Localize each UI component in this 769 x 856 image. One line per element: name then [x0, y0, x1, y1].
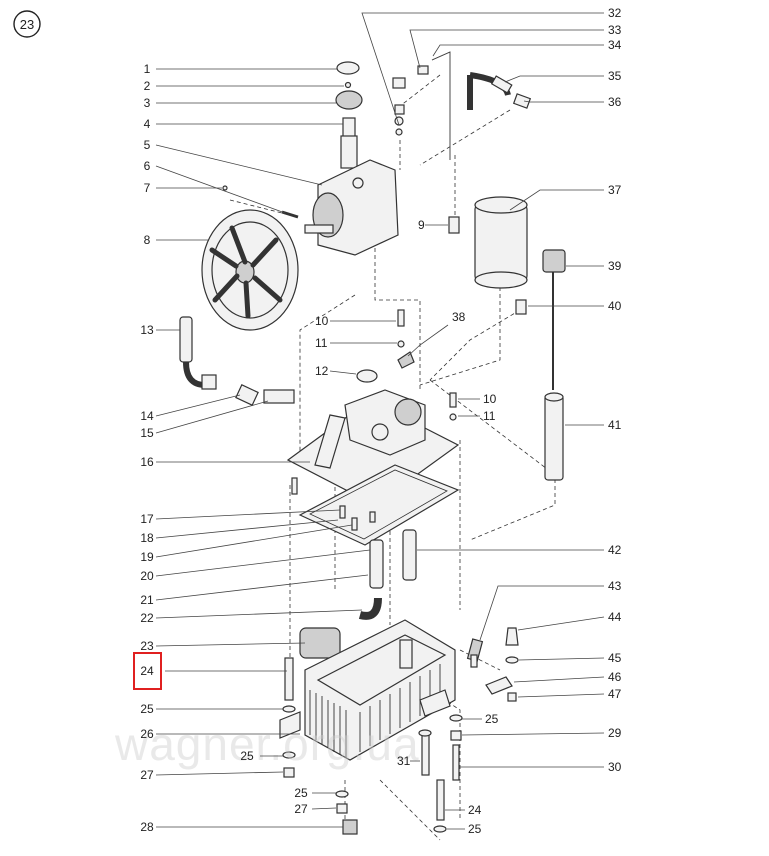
- callout-label-47: 47: [608, 687, 622, 701]
- callout-label-14: 14: [140, 409, 154, 423]
- callout-leader: [432, 44, 604, 57]
- callout-label-18: 18: [140, 531, 154, 545]
- callout-label-19: 19: [140, 550, 154, 564]
- callout-label-25: 25: [294, 786, 308, 800]
- callout-label-17: 17: [140, 512, 154, 526]
- callout-label-25: 25: [468, 822, 482, 836]
- callout-leader: [517, 693, 605, 698]
- callout-label-27: 27: [140, 768, 154, 782]
- callout-label-2: 2: [144, 79, 151, 93]
- callout-leader: [518, 657, 605, 661]
- callout-leader: [155, 642, 306, 647]
- callout-leader: [361, 12, 604, 126]
- callout-label-43: 43: [608, 579, 622, 593]
- callout-label-5: 5: [144, 138, 151, 152]
- callout-label-31: 31: [397, 754, 411, 768]
- callout-leader: [523, 100, 604, 103]
- callout-highlight-box: [133, 652, 162, 690]
- callout-label-3: 3: [144, 96, 151, 110]
- callout-label-11: 11: [315, 336, 328, 350]
- callout-label-25: 25: [240, 749, 254, 763]
- callout-leader: [155, 144, 323, 186]
- callout-label-46: 46: [608, 670, 622, 684]
- callout-label-40: 40: [608, 299, 622, 313]
- callout-label-28: 28: [140, 820, 154, 834]
- callout-leader: [155, 165, 286, 214]
- callout-leader: [329, 370, 357, 375]
- callout-leader: [517, 616, 605, 631]
- callout-label-10: 10: [483, 392, 497, 406]
- callout-label-20: 20: [140, 569, 154, 583]
- callout-leader: [155, 519, 339, 539]
- callout-label-23: 23: [140, 639, 154, 653]
- part-graphics: [179, 51, 566, 835]
- callout-label-7: 7: [144, 181, 151, 195]
- callout-label-13: 13: [140, 323, 154, 337]
- callout-label-45: 45: [608, 651, 622, 665]
- callout-labels: 1234567813141516171819202122232425262527…: [140, 6, 621, 836]
- callout-leader: [504, 75, 604, 83]
- callout-leader: [407, 324, 449, 357]
- callout-leader: [155, 609, 363, 619]
- callout-leader: [513, 676, 605, 683]
- callout-leader: [155, 509, 341, 520]
- callout-label-15: 15: [140, 426, 154, 440]
- callout-label-37: 37: [608, 183, 622, 197]
- callout-leader: [461, 732, 605, 736]
- callout-label-26: 26: [140, 727, 154, 741]
- callout-label-25: 25: [485, 712, 499, 726]
- callout-label-30: 30: [608, 760, 622, 774]
- callout-label-6: 6: [144, 159, 151, 173]
- callout-label-16: 16: [140, 455, 154, 469]
- page-badge: 23: [13, 10, 41, 38]
- callout-leader: [155, 524, 353, 558]
- callout-label-36: 36: [608, 95, 622, 109]
- callout-label-25: 25: [140, 702, 154, 716]
- callout-label-27: 27: [294, 802, 308, 816]
- callout-label-34: 34: [608, 38, 622, 52]
- callout-label-38: 38: [452, 310, 466, 324]
- callout-label-24: 24: [140, 664, 154, 678]
- assembly-guide-lines: [229, 74, 556, 841]
- callout-label-29: 29: [608, 726, 622, 740]
- callout-label-44: 44: [608, 610, 622, 624]
- callout-label-10: 10: [315, 314, 329, 328]
- callout-label-32: 32: [608, 6, 622, 20]
- callout-label-1: 1: [144, 62, 151, 76]
- callout-label-9: 9: [418, 218, 425, 232]
- callout-label-11: 11: [483, 409, 496, 423]
- callout-leader: [155, 771, 284, 776]
- callout-leader: [155, 394, 241, 417]
- callout-label-12: 12: [315, 364, 329, 378]
- callout-label-22: 22: [140, 611, 154, 625]
- part-1-cap-shape: [336, 61, 360, 75]
- callout-label-35: 35: [608, 69, 622, 83]
- callout-leader: [311, 807, 337, 810]
- callout-label-42: 42: [608, 543, 622, 557]
- callout-label-4: 4: [144, 117, 151, 131]
- callout-leader: [155, 400, 269, 434]
- callout-leader: [509, 189, 604, 211]
- callout-leader: [479, 585, 604, 641]
- page-badge-number: 23: [20, 17, 34, 32]
- callout-leader: [155, 549, 371, 577]
- callout-leader: [409, 29, 604, 69]
- callout-label-33: 33: [608, 23, 622, 37]
- callout-label-8: 8: [144, 233, 151, 247]
- callout-label-41: 41: [608, 418, 622, 432]
- watermark-text: wagner.org.ua: [114, 718, 420, 770]
- callout-label-24: 24: [468, 803, 482, 817]
- callout-leader: [155, 574, 369, 601]
- callout-label-21: 21: [140, 593, 154, 607]
- callout-label-39: 39: [608, 259, 622, 273]
